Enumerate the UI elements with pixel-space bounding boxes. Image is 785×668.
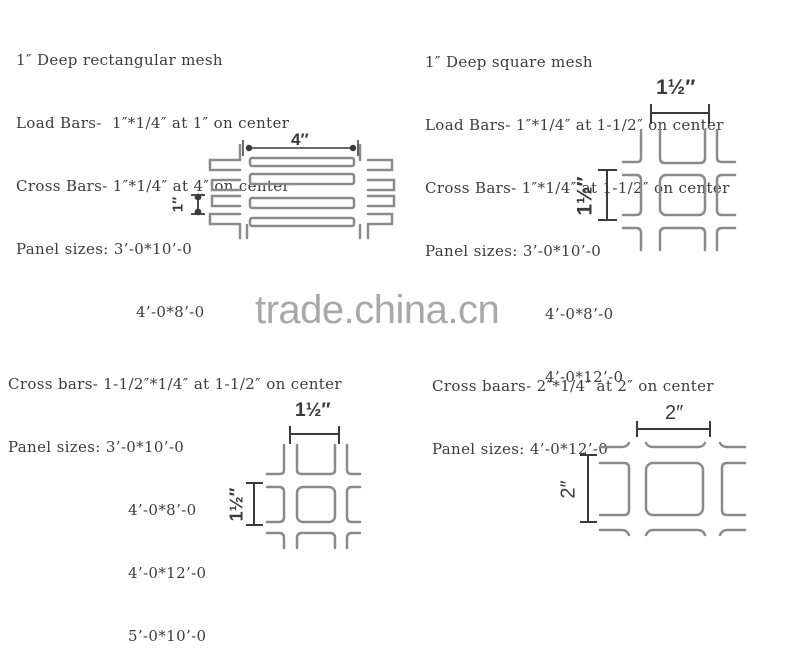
- square-mesh-2-panel-sizes: Panel sizes: 4’-0*12’-0: [432, 439, 714, 460]
- panel-size: 4’-0*8’-0: [128, 501, 197, 519]
- panel-size: 4’-0*8’-0: [136, 303, 205, 321]
- square-mesh-panel-sizes: Panel sizes: 3’-0*10’-0: [425, 241, 730, 262]
- square-mesh-1-5-cross-bars: Cross bars- 1-1/2″*1/4″ at 1-1/2″ on cen…: [8, 375, 342, 393]
- square-mesh-1-5-horizontal-dim: 1½″: [295, 400, 331, 421]
- panel-size: 3’-0*10’-0: [105, 438, 185, 456]
- square-mesh-1-5-spec: Cross bars- 1-1/2″*1/4″ at 1-1/2″ on cen…: [8, 332, 342, 668]
- square-mesh-horizontal-dim: 1½″: [656, 76, 696, 99]
- square-mesh-spec: 1″ Deep square mesh Load Bars- 1″*1/4″ a…: [425, 10, 730, 409]
- square-mesh-2-diagram: [580, 421, 747, 537]
- panel-size: 4’-0*12’-0: [545, 368, 624, 386]
- rect-mesh-load-bars: Load Bars- 1″*1/4″ at 1″ on center: [16, 114, 290, 132]
- panel-sizes-label: Panel sizes:: [425, 242, 523, 260]
- square-mesh-2-horizontal-dim: 2″: [665, 402, 684, 424]
- panel-size: 4’-0*12’-0: [529, 440, 609, 458]
- rect-mesh-panel-sizes: Panel sizes: 3’-0*10’-0: [16, 239, 290, 260]
- square-mesh-2-spec: Cross baars- 2″*1/4″ at 2″ on center Pan…: [432, 334, 714, 481]
- panel-size: 5’-0*10’-0: [128, 627, 207, 645]
- panel-size: 4’-0*8’-0: [545, 305, 614, 323]
- panel-sizes-label: Panel sizes:: [16, 240, 114, 258]
- square-mesh-2-cross-bars: Cross baars- 2″*1/4″ at 2″ on center: [432, 377, 714, 395]
- square-mesh-1-5-diagram: [246, 426, 362, 550]
- dimension-arrows: [580, 421, 711, 523]
- horizontal-dimension-arrow: [242, 140, 359, 156]
- square-mesh-diagram: [598, 104, 737, 252]
- square-mesh-2-vertical-dim: 2″: [557, 480, 580, 499]
- panel-size: 4’-0*12’-0: [128, 564, 207, 582]
- rect-mesh-diagram: [191, 140, 396, 240]
- panel-size: 3’-0*10’-0: [522, 242, 602, 260]
- watermark: trade.china.cn: [255, 288, 500, 332]
- square-mesh-1-5-panel-sizes: Panel sizes: 3’-0*10’-0: [8, 437, 342, 458]
- dimension-arrows: [246, 426, 340, 526]
- rect-mesh-cross-bars: Cross Bars- 1″*1/4″ at 4″ on center: [16, 177, 291, 195]
- panel-sizes-label: Panel sizes:: [432, 440, 530, 458]
- rect-mesh-spec: 1″ Deep rectangular mesh Load Bars- 1″*1…: [16, 8, 290, 344]
- square-mesh-load-bars: Load Bars- 1″*1/4″ at 1-1/2″ on center: [425, 116, 724, 134]
- rect-mesh-title: 1″ Deep rectangular mesh: [16, 51, 223, 69]
- panel-size: 3’-0*10’-0: [113, 240, 193, 258]
- vertical-dimension-arrow: [191, 193, 205, 216]
- square-mesh-cross-bars: Cross Bars- 1″*1/4″ at 1-1/2″ on center: [425, 179, 730, 197]
- rect-mesh-horizontal-dim: 4″: [291, 130, 309, 149]
- square-mesh-title: 1″ Deep square mesh: [425, 53, 593, 71]
- dimension-arrows: [598, 104, 710, 221]
- panel-sizes-label: Panel sizes:: [8, 438, 106, 456]
